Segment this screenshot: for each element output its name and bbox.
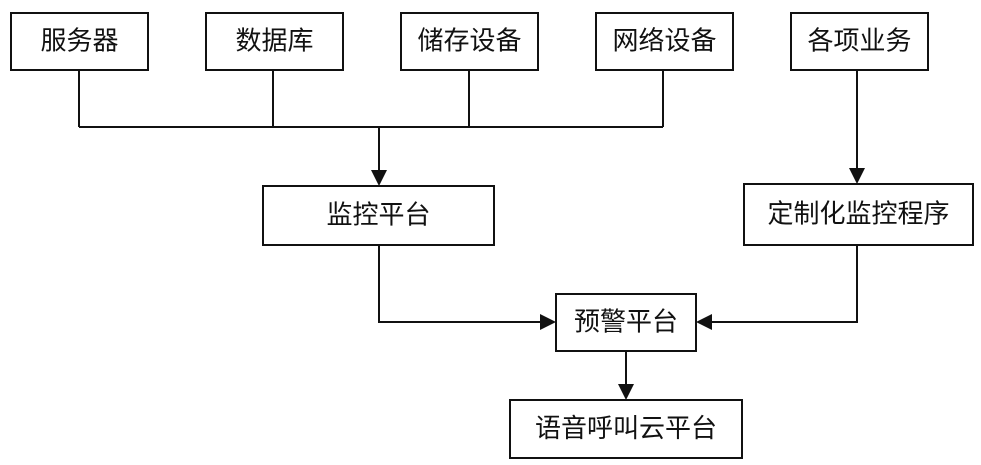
node-voice-cloud-label: 语音呼叫云平台	[535, 414, 717, 444]
arrowhead-voice-cloud	[618, 384, 634, 400]
arrowhead-warning-left	[540, 314, 556, 330]
node-custom-monitor-label: 定制化监控程序	[767, 200, 949, 230]
node-business-box	[790, 12, 929, 71]
node-network-box	[595, 12, 734, 71]
node-custom-monitor: 定制化监控程序	[743, 183, 974, 246]
node-network-label: 网络设备	[612, 27, 716, 57]
node-warning-platform: 预警平台	[555, 293, 697, 352]
arrowhead-warning-right	[696, 314, 712, 330]
node-storage: 储存设备	[400, 12, 539, 71]
node-storage-box	[400, 12, 539, 71]
edge-custom-monitor-to-warning	[710, 245, 858, 323]
node-monitor-platform-box	[262, 185, 495, 246]
edge-monitor-platform-to-warning	[378, 245, 542, 323]
node-warning-platform-label: 预警平台	[574, 308, 678, 338]
node-database-label: 数据库	[235, 27, 313, 57]
arrowhead-monitor-platform	[371, 170, 387, 186]
node-voice-cloud-box	[509, 399, 743, 459]
node-business-label: 各项业务	[807, 27, 911, 57]
node-business: 各项业务	[790, 12, 929, 71]
node-warning-platform-box	[555, 293, 697, 352]
node-database-box	[205, 12, 344, 71]
connectors	[78, 70, 865, 400]
node-monitor-platform: 监控平台	[262, 185, 495, 246]
node-server-label: 服务器	[40, 27, 118, 57]
arrowhead-custom-monitor	[849, 168, 865, 184]
node-network: 网络设备	[595, 12, 734, 71]
node-storage-label: 储存设备	[417, 27, 521, 57]
node-monitor-platform-label: 监控平台	[326, 201, 430, 231]
node-server-box	[10, 12, 149, 71]
node-server: 服务器	[10, 12, 149, 71]
node-voice-cloud: 语音呼叫云平台	[509, 399, 743, 459]
node-custom-monitor-box	[743, 183, 974, 246]
node-database: 数据库	[205, 12, 344, 71]
